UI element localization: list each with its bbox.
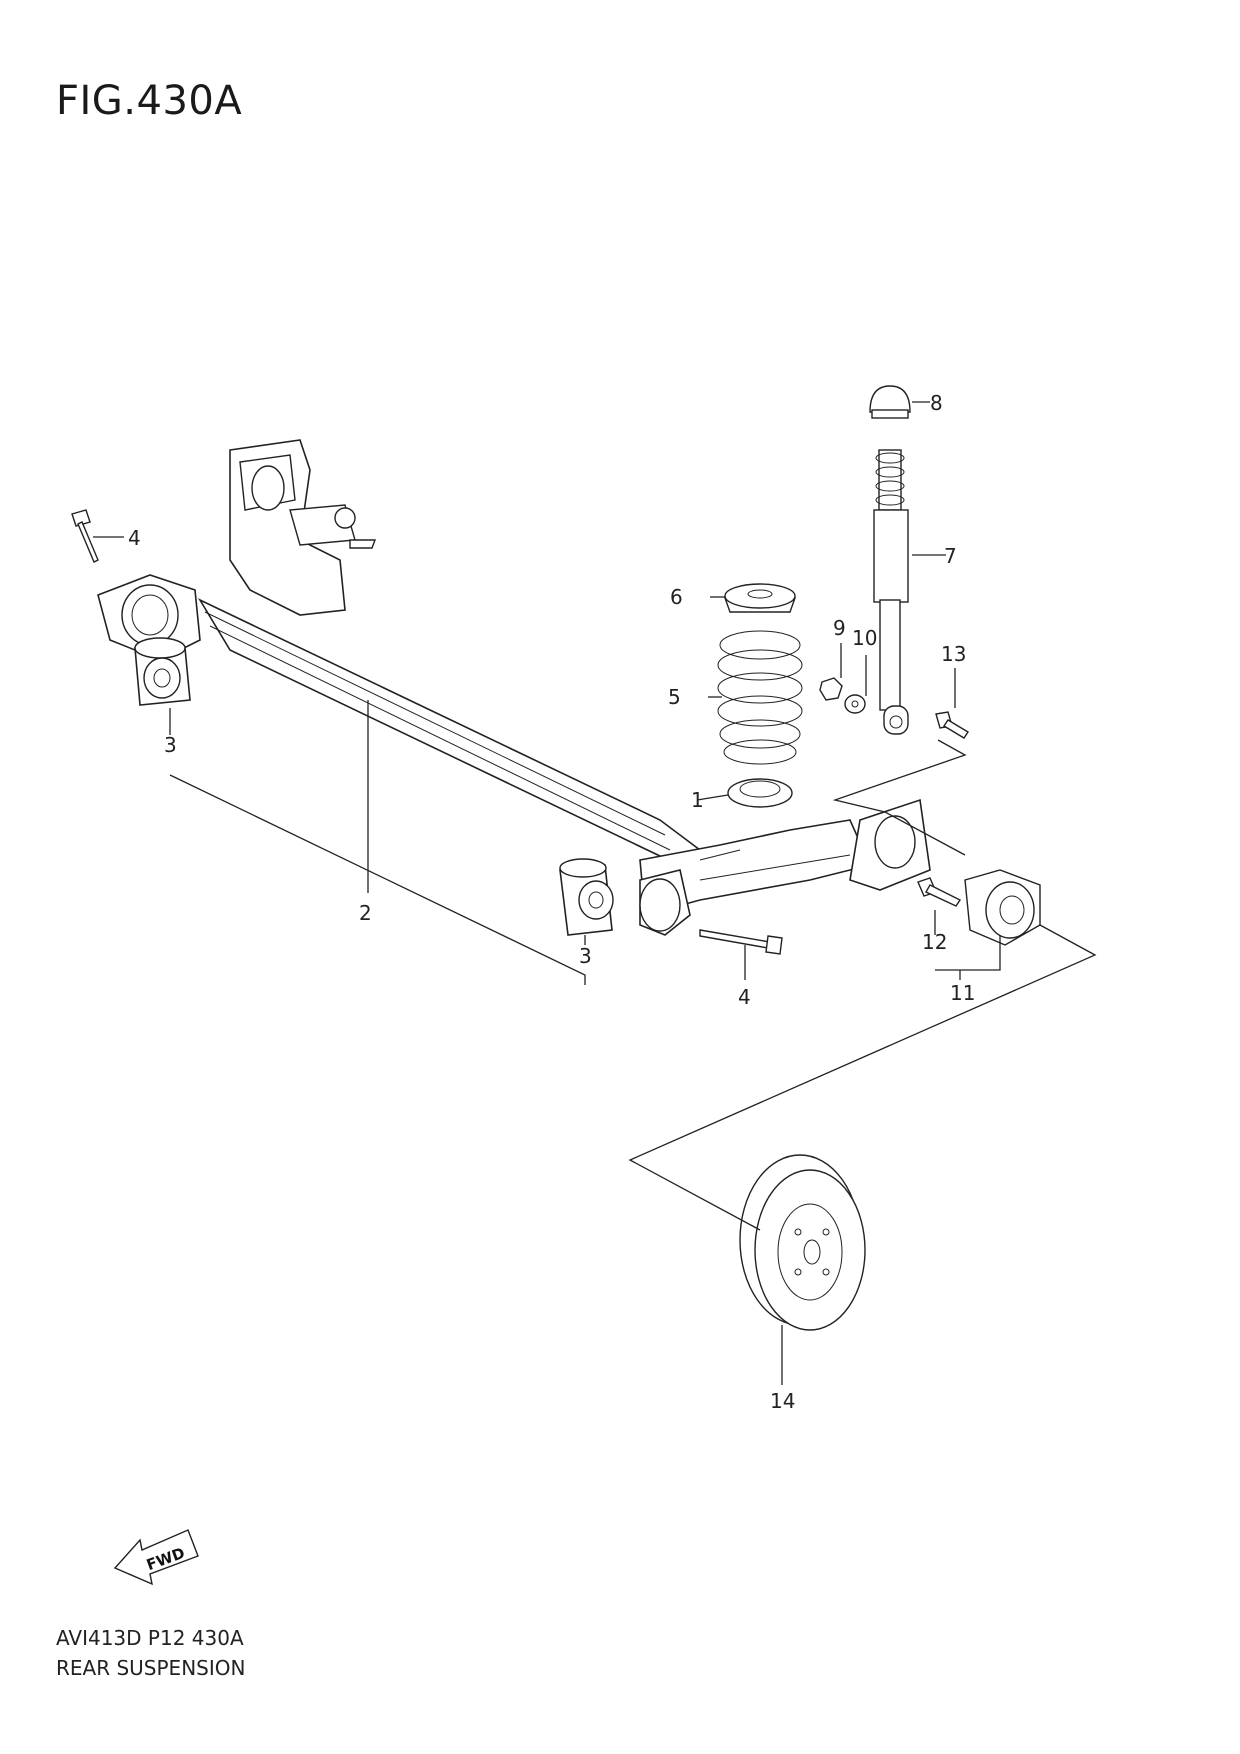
figure-name: REAR SUSPENSION — [56, 1656, 246, 1680]
callout-14: 14 — [770, 1389, 795, 1413]
bolt-left[interactable] — [71, 509, 99, 563]
callout-1: 1 — [691, 788, 704, 812]
callout-8: 8 — [930, 391, 943, 415]
shock-absorber[interactable] — [873, 449, 909, 735]
bolt-right[interactable] — [699, 929, 783, 955]
brake-drum[interactable] — [739, 1154, 866, 1331]
rear-axle-beam[interactable] — [97, 439, 931, 936]
callout-11: 11 — [950, 981, 975, 1005]
callout-5: 5 — [668, 685, 681, 709]
washer[interactable] — [844, 694, 866, 714]
bushing-left[interactable] — [134, 637, 191, 706]
callout-2: 2 — [359, 901, 372, 925]
callout-10: 10 — [852, 626, 877, 650]
wheel-hub-assembly[interactable] — [964, 869, 1041, 946]
callout-labels: 1 2 3 3 4 4 5 6 7 8 9 10 13 12 11 14 — [128, 391, 975, 1413]
figure-code: AVI413D P12 430A — [56, 1626, 244, 1650]
shock-mount-bolt[interactable] — [935, 711, 969, 739]
callout-4-right: 4 — [738, 985, 751, 1009]
figure-title: FIG.430A — [56, 78, 243, 124]
callout-3-right: 3 — [579, 944, 592, 968]
spring-seat-lower[interactable] — [727, 778, 793, 808]
nut[interactable] — [819, 677, 843, 701]
callout-13: 13 — [941, 642, 966, 666]
callout-7: 7 — [944, 544, 957, 568]
callout-12: 12 — [922, 930, 947, 954]
callout-3-left: 3 — [164, 733, 177, 757]
callout-4-left: 4 — [128, 526, 141, 550]
coil-spring[interactable] — [717, 630, 803, 765]
hub-bolt[interactable] — [917, 877, 962, 907]
leader-lines — [93, 401, 1097, 1385]
bump-stop-cap[interactable] — [869, 385, 911, 419]
bushing-right[interactable] — [559, 858, 614, 936]
callout-9: 9 — [833, 616, 846, 640]
spring-seat-upper[interactable] — [724, 583, 796, 613]
forward-direction-badge: FWD — [113, 1529, 199, 1586]
callout-6: 6 — [670, 585, 683, 609]
